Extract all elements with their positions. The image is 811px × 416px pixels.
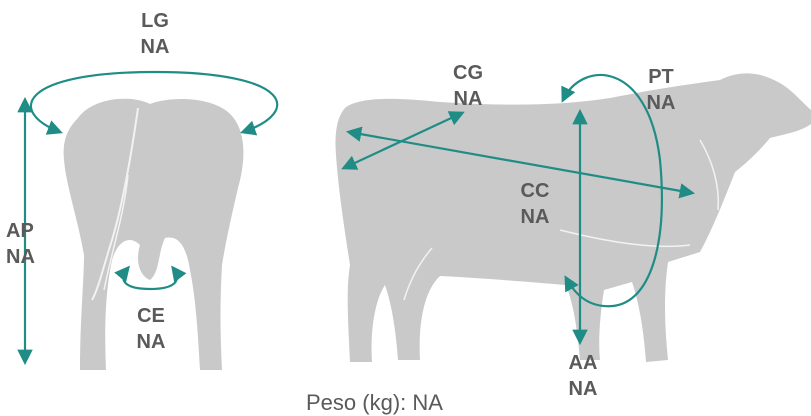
label-ce: CE NA [126, 303, 176, 355]
label-cc-value: NA [510, 204, 560, 230]
side-view-silhouette [335, 73, 811, 362]
cattle-measurement-diagram [0, 0, 811, 403]
label-lg-code: LG [130, 8, 180, 34]
label-cg-value: NA [443, 86, 493, 112]
label-cc: CC NA [510, 178, 560, 230]
label-pt-code: PT [636, 64, 686, 90]
label-cc-code: CC [510, 178, 560, 204]
label-ce-code: CE [126, 303, 176, 329]
label-cg-code: CG [443, 60, 493, 86]
label-ap: AP NA [6, 218, 50, 270]
label-ap-value: NA [6, 244, 50, 270]
label-pt-value: NA [636, 90, 686, 116]
label-aa-value: NA [558, 376, 608, 402]
label-aa: AA NA [558, 350, 608, 402]
label-aa-code: AA [558, 350, 608, 376]
label-ap-code: AP [6, 218, 50, 244]
label-pt: PT NA [636, 64, 686, 116]
label-lg: LG NA [130, 8, 180, 60]
label-lg-value: NA [130, 34, 180, 60]
label-cg: CG NA [443, 60, 493, 112]
label-ce-value: NA [126, 329, 176, 355]
weight-text: Peso (kg): NA [306, 390, 443, 416]
